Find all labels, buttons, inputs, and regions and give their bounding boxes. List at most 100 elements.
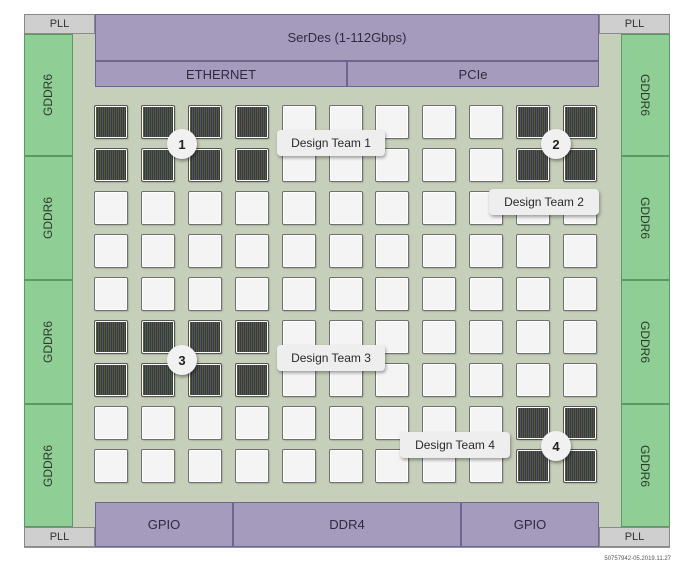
compute-tile-active: [516, 148, 550, 182]
compute-tile-active: [235, 148, 269, 182]
ethernet-label: ETHERNET: [185, 66, 257, 82]
pll-label: PLL: [49, 531, 70, 543]
gddr6-label: GDDR6: [41, 320, 56, 364]
gddr6-right-3: GDDR6: [621, 280, 670, 404]
gpio-right-block: GPIO: [461, 502, 599, 547]
compute-tile: [469, 105, 503, 139]
team-label-text: Design Team 1: [291, 136, 371, 150]
badge-number: 4: [552, 438, 560, 454]
compute-tile: [422, 363, 456, 397]
gddr6-right-2: GDDR6: [621, 156, 670, 280]
compute-tile: [422, 148, 456, 182]
compute-tile-active: [188, 105, 222, 139]
compute-tile: [375, 191, 409, 225]
pll-bottom-left: PLL: [24, 527, 95, 547]
compute-tile-active: [188, 320, 222, 354]
compute-tile-active: [235, 363, 269, 397]
compute-tile-active: [563, 105, 597, 139]
compute-tile-active: [141, 363, 175, 397]
compute-tile: [282, 191, 316, 225]
compute-tile: [94, 191, 128, 225]
gddr6-label: GDDR6: [638, 196, 653, 240]
compute-tile-active: [516, 105, 550, 139]
compute-tile: [516, 320, 550, 354]
compute-tile-active: [141, 148, 175, 182]
compute-tile: [235, 191, 269, 225]
compute-tile-active: [563, 406, 597, 440]
compute-tile: [141, 277, 175, 311]
compute-tile: [141, 406, 175, 440]
design-team-1-label: Design Team 1: [277, 130, 385, 156]
gpio-left-block: GPIO: [95, 502, 233, 547]
compute-tile-active: [563, 449, 597, 483]
gddr6-label: GDDR6: [41, 73, 56, 117]
compute-tile: [422, 234, 456, 268]
compute-tile-active: [94, 105, 128, 139]
design-team-4-label: Design Team 4: [400, 432, 510, 458]
compute-tile: [94, 406, 128, 440]
compute-tile: [235, 234, 269, 268]
compute-tile-active: [235, 320, 269, 354]
pll-bottom-right: PLL: [599, 527, 670, 547]
compute-tile: [188, 406, 222, 440]
team-label-text: Design Team 4: [415, 438, 495, 452]
pcie-label: PCIe: [458, 66, 488, 82]
gddr6-right-1: GDDR6: [621, 34, 670, 156]
compute-tile: [469, 320, 503, 354]
pll-label: PLL: [49, 18, 70, 30]
pll-top-right: PLL: [599, 14, 670, 34]
compute-tile: [375, 449, 409, 483]
compute-tile: [94, 234, 128, 268]
compute-tile: [235, 406, 269, 440]
compute-tile-active: [141, 105, 175, 139]
compute-tile: [422, 105, 456, 139]
ddr4-label: DDR4: [329, 517, 365, 532]
team-1-badge: 1: [167, 129, 197, 159]
gddr6-label: GDDR6: [638, 73, 653, 117]
design-team-3-label: Design Team 3: [277, 345, 385, 371]
badge-number: 2: [552, 136, 560, 152]
compute-tile: [282, 406, 316, 440]
compute-tile-active: [188, 148, 222, 182]
pll-label: PLL: [624, 531, 645, 543]
document-id: 50757942-05.2019.11.27: [604, 556, 671, 562]
ethernet-block: ETHERNET: [95, 61, 347, 87]
compute-tile: [94, 277, 128, 311]
compute-tile-active: [188, 363, 222, 397]
compute-tile: [469, 363, 503, 397]
compute-tile-active: [94, 148, 128, 182]
gddr6-left-1: GDDR6: [24, 34, 73, 156]
compute-tile: [516, 363, 550, 397]
compute-tile: [516, 234, 550, 268]
compute-tile-active: [563, 148, 597, 182]
gddr6-label: GDDR6: [638, 320, 653, 364]
serdes-label: SerDes (1-112Gbps): [287, 30, 407, 45]
team-4-badge: 4: [541, 431, 571, 461]
compute-tile-active: [516, 406, 550, 440]
team-label-text: Design Team 3: [291, 351, 371, 365]
gddr6-left-3: GDDR6: [24, 280, 73, 404]
compute-tile: [282, 449, 316, 483]
design-team-2-label: Design Team 2: [489, 189, 599, 215]
compute-tile: [516, 277, 550, 311]
compute-tile: [141, 234, 175, 268]
compute-tile: [188, 277, 222, 311]
compute-tile: [422, 191, 456, 225]
gddr6-left-4: GDDR6: [24, 404, 73, 527]
compute-tile: [375, 234, 409, 268]
compute-tile: [469, 234, 503, 268]
compute-tile-active: [94, 320, 128, 354]
compute-tile: [141, 191, 175, 225]
compute-tile: [329, 449, 363, 483]
compute-tile: [235, 449, 269, 483]
compute-tile: [422, 320, 456, 354]
serdes-block: SerDes (1-112Gbps): [95, 14, 599, 61]
gpio-right-label: GPIO: [513, 517, 547, 532]
compute-tile: [563, 320, 597, 354]
gddr6-label: GDDR6: [638, 444, 653, 487]
compute-tile: [188, 234, 222, 268]
compute-tile: [94, 449, 128, 483]
compute-tile: [329, 277, 363, 311]
compute-tile: [235, 277, 269, 311]
gpio-left-label: GPIO: [147, 517, 181, 532]
